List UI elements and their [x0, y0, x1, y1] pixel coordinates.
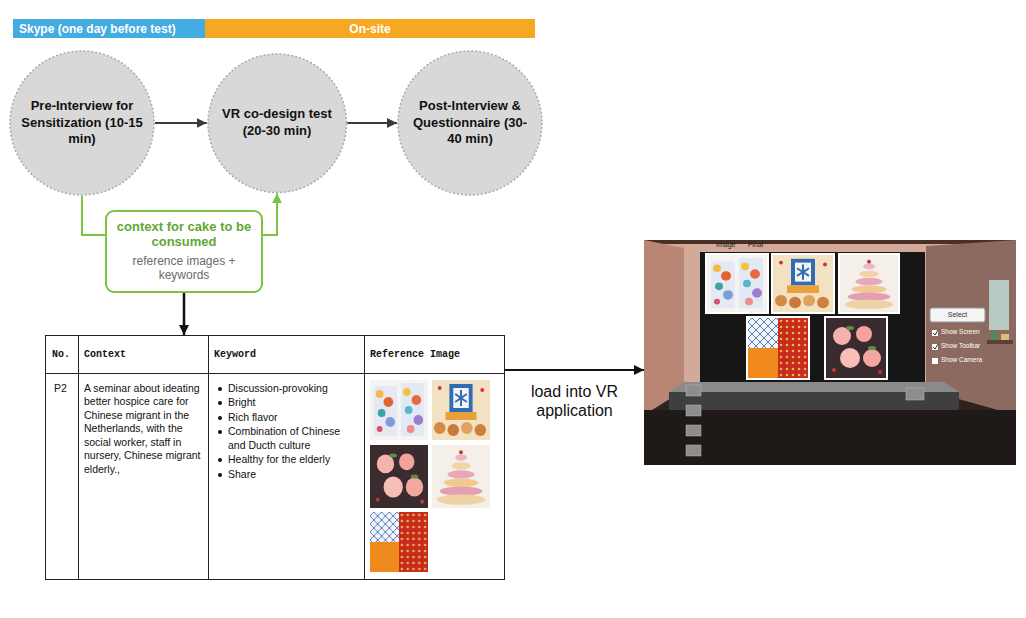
reference-image [432, 380, 490, 440]
bullet-dot [218, 387, 222, 391]
reference-image [432, 445, 490, 508]
table-cell: Context [84, 349, 126, 361]
ui-label: Show Camera [941, 357, 982, 364]
table-cell: Bright [228, 396, 360, 409]
table-cell: Keyword [214, 349, 256, 361]
reference-image [370, 380, 428, 440]
connector [505, 369, 644, 371]
floor [644, 410, 1016, 465]
bullet-dot [218, 473, 222, 477]
ui-label: Show Toolbar [941, 343, 980, 350]
text-stack: Post-Interview & Questionnaire (30-40 mi… [408, 98, 532, 149]
board [700, 252, 925, 382]
circle-shape [10, 51, 154, 195]
board-image [840, 255, 898, 312]
checkbox [932, 344, 938, 350]
bullet-dot [218, 416, 222, 420]
data-table: No. Context Keyword Reference ImageP2 A semi… [45, 335, 505, 580]
table-cell: P2 [54, 382, 67, 395]
select-button [930, 308, 985, 322]
context-box: context for cake to be consumed reference… [105, 210, 263, 293]
step-label: Pre-Interview for Sensitization (10-15 m… [20, 98, 144, 149]
text-stack: Pre-Interview for Sensitization (10-15 m… [20, 98, 144, 149]
frame [771, 253, 835, 314]
step-label: VR co-design test (20-30 min) [215, 106, 339, 140]
connector [347, 122, 397, 124]
board-image [773, 255, 833, 312]
tool-button [686, 405, 701, 416]
circle-shape [398, 51, 542, 195]
plant [991, 332, 997, 340]
vr-screenshot: Image FinalSelectShow ScreenShow ToolbarS… [644, 240, 1016, 465]
ui-label: Final [748, 241, 763, 248]
frame [824, 316, 888, 380]
checkbox [932, 330, 938, 336]
reference-image [370, 512, 428, 572]
step-circle: VR co-design test (20-30 min) [207, 53, 348, 194]
phase-band: Skype (one day before test) [13, 19, 205, 38]
table-cell: Combination of Chinese and Ducth culture [228, 425, 360, 452]
phase-band: On-site [205, 19, 535, 38]
ui-label: Select [930, 308, 985, 322]
connector [155, 122, 207, 124]
vr-scene [644, 240, 1016, 465]
bullet-dot [218, 401, 222, 405]
note-text: reference images + keywords [128, 254, 240, 283]
window [989, 280, 1009, 330]
bullet-dot [218, 430, 222, 434]
board-image [748, 318, 808, 378]
reference-image [370, 445, 428, 508]
table-cell: Rich flavor [228, 411, 360, 424]
tool-button [686, 425, 701, 436]
circle-shape [208, 54, 347, 193]
checkmark [933, 330, 938, 335]
connector [82, 196, 105, 235]
shelf [987, 340, 1013, 344]
phase-label: Skype (one day before test) [19, 23, 176, 35]
phase-label: On-site [349, 23, 390, 35]
checkbox [932, 358, 938, 364]
note-text: context for cake to be consumed [115, 220, 253, 250]
step-circle: Post-Interview & Questionnaire (30-40 mi… [397, 50, 543, 196]
bullet-dot [218, 458, 222, 462]
table-cell: No. [52, 349, 70, 361]
board-image [707, 255, 767, 312]
ceiling [644, 240, 1016, 244]
checkmark [933, 344, 938, 349]
step-circle: Pre-Interview for Sensitization (10-15 m… [9, 50, 155, 196]
table-cell: A seminar about ideating better hospice … [84, 382, 204, 476]
scene-ground [644, 240, 1016, 465]
reference-images [370, 380, 490, 572]
table-cell: Healthy for the elderly [228, 453, 360, 466]
table-cell: Share [228, 468, 360, 481]
ui-label: Image [716, 241, 735, 248]
tool-button [686, 385, 701, 396]
ui-label: Show Screen [941, 329, 980, 336]
connector [263, 193, 277, 235]
frame [746, 316, 810, 380]
tool-button [686, 445, 701, 456]
board-image [826, 318, 886, 378]
table-cell: Discussion-provoking [228, 382, 360, 395]
frame [705, 253, 769, 314]
connector [183, 293, 186, 335]
jar [1001, 334, 1009, 340]
tool-button [906, 388, 924, 400]
table-cell: Reference Image [370, 349, 460, 361]
edge-label: load into VR application [510, 382, 640, 420]
table-rule [46, 373, 504, 374]
frame [838, 253, 900, 314]
step-label: Post-Interview & Questionnaire (30-40 mi… [408, 98, 532, 149]
text-stack: VR co-design test (20-30 min) [215, 106, 339, 140]
